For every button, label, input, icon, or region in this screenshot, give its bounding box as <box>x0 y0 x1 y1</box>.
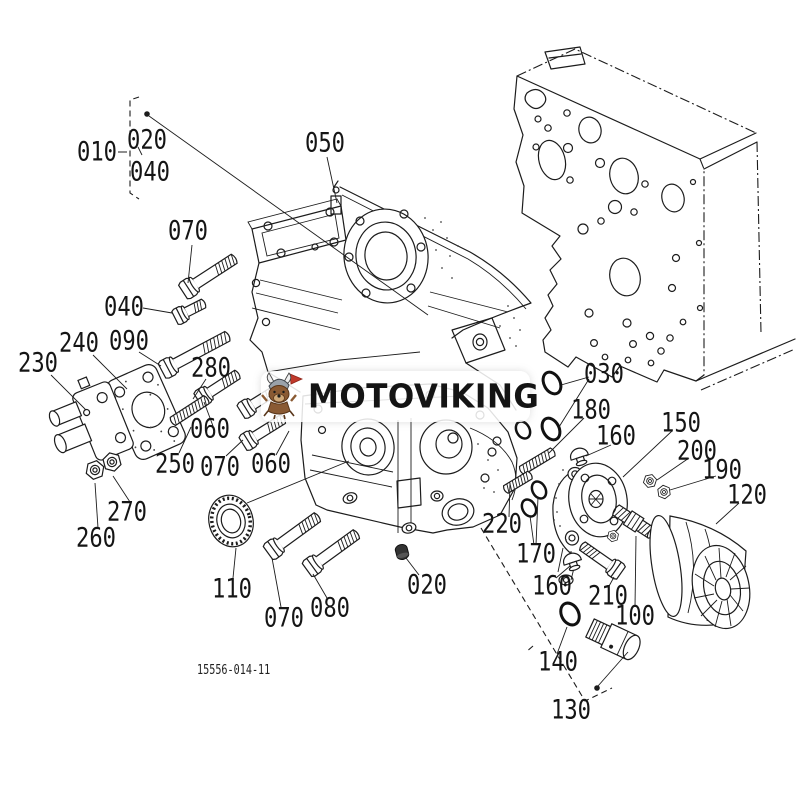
callout-040-top: 040 <box>129 156 171 188</box>
filter-fins <box>693 547 751 628</box>
callout-130: 130 <box>550 694 592 726</box>
callout-270: 270 <box>106 496 148 528</box>
callout-120: 120 <box>726 479 768 511</box>
bolt-210 <box>575 537 627 581</box>
cap-160-lower <box>560 550 585 574</box>
callout-210: 210 <box>587 580 629 612</box>
callout-260: 260 <box>75 522 117 554</box>
drawing-number: 15556-014-11 <box>197 663 271 678</box>
gear-case-housing <box>247 180 532 534</box>
callout-160-lower: 160 <box>531 570 573 602</box>
relief-valve <box>585 618 641 661</box>
o-rings <box>514 370 581 627</box>
callout-170: 170 <box>515 538 557 570</box>
bolt-080 <box>300 524 364 579</box>
callout-070-mid: 070 <box>199 451 241 483</box>
callout-280: 280 <box>190 352 232 384</box>
callout-180: 180 <box>570 394 612 426</box>
callout-250: 250 <box>154 448 196 480</box>
drain-plug-cap <box>394 543 410 561</box>
callout-060-left: 060 <box>189 413 231 445</box>
callout-230: 230 <box>17 347 59 379</box>
callout-080: 080 <box>309 592 351 624</box>
callout-150: 150 <box>660 407 702 439</box>
callout-060-right: 060 <box>250 448 292 480</box>
callout-070-top: 070 <box>167 215 209 247</box>
callout-050: 050 <box>304 127 346 159</box>
nut-200 <box>641 472 659 490</box>
watermark-banner: MOTOVIKING <box>261 371 539 422</box>
stud-220 <box>501 469 535 495</box>
callout-100: 100 <box>614 600 656 632</box>
bolt-040 <box>170 294 210 327</box>
pump-bracket <box>48 376 134 461</box>
oil-seal <box>208 460 350 548</box>
callout-090: 090 <box>108 325 150 357</box>
nut-260 <box>84 458 106 482</box>
callout-220: 220 <box>481 508 523 540</box>
leader-lines <box>50 96 740 702</box>
callout-010: 010 <box>76 136 118 168</box>
callout-020-top: 020 <box>126 124 168 156</box>
engine-block <box>513 46 796 391</box>
bolt-070-top <box>177 249 242 301</box>
callout-160-upper: 160 <box>595 420 637 452</box>
watermark-brand-text: MOTOVIKING <box>308 377 540 416</box>
callout-140: 140 <box>537 646 579 678</box>
callout-030: 030 <box>583 358 625 390</box>
callout-190: 190 <box>701 454 743 486</box>
callout-240: 240 <box>58 327 100 359</box>
callout-070-bottom: 070 <box>263 602 305 634</box>
bolt-070-bottom <box>261 507 325 562</box>
viking-dog-mascot-icon <box>261 372 303 419</box>
callout-040-mid: 040 <box>103 291 145 323</box>
washer-190 <box>656 484 672 500</box>
callout-020-bottom: 020 <box>406 569 448 601</box>
stipple-texture <box>424 217 521 493</box>
callout-110: 110 <box>211 573 253 605</box>
oil-filter <box>649 514 751 630</box>
callout-200: 200 <box>676 435 718 467</box>
